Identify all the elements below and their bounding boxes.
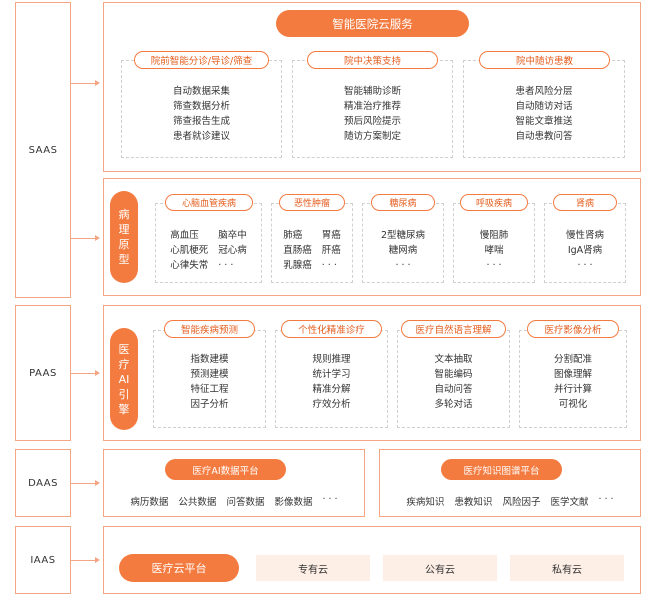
arrow-head-icon — [95, 370, 100, 376]
daas-knowledge-graph-title: 医疗知识图谱平台 — [441, 459, 562, 480]
paas-column-items: 规则推理 统计学习 精准分解 疗效分析 — [312, 354, 351, 410]
pathology-column-title: 心脑血管疾病 — [165, 194, 253, 211]
paas-column-card — [275, 330, 388, 428]
arrow-connector — [71, 483, 95, 484]
paas-column-items: 指数建模 预测建模 特征工程 因子分析 — [190, 354, 229, 410]
arrow-head-icon — [95, 235, 100, 241]
paas-column-card — [519, 330, 627, 428]
arrow-connector — [71, 238, 95, 239]
saas-column-title: 院前智能分诊/导诊/筛查 — [134, 51, 269, 69]
arrow-connector — [71, 560, 95, 561]
arrow-head-icon — [95, 80, 100, 86]
pathology-column-items: 高血压脑卒中 心肌梗死冠心病 心律失常· · · — [170, 230, 247, 271]
pathology-column-card — [271, 203, 353, 283]
paas-column-title: 医疗自然语言理解 — [401, 320, 506, 338]
private-cloud: 私有云 — [510, 555, 624, 581]
daas-knowledge-graph-panel — [379, 449, 641, 517]
arrow-connector — [71, 83, 95, 84]
paas-column-items: 分割配准 图像理解 并行计算 可视化 — [553, 354, 592, 410]
saas-column-card — [463, 60, 625, 158]
pathology-column-items: 慢性肾病 IgA肾病 · · · — [565, 230, 604, 271]
pathology-column-title: 呼吸疾病 — [460, 194, 528, 211]
pathology-column-items: 2型糖尿病 糖网病 · · · — [380, 230, 426, 271]
pathology-column-title: 恶性肿瘤 — [279, 194, 345, 211]
saas-column-card — [292, 60, 453, 158]
paas-column-title: 个性化精准诊疗 — [281, 320, 382, 338]
layer-label-iaas: IAAS — [15, 526, 71, 594]
private-dedicated-cloud: 专有云 — [256, 555, 370, 581]
layer-label-saas: SAAS — [15, 2, 71, 298]
saas-column-items: 自动数据采集 筛查数据分析 筛查报告生成 患者就诊建议 — [172, 86, 230, 142]
saas-column-title: 院中随访患教 — [479, 51, 610, 69]
pathology-column-title: 肾病 — [553, 194, 617, 211]
paas-column-title: 医疗影像分析 — [527, 320, 619, 338]
paas-column-card — [397, 330, 510, 428]
pathology-column-title: 糖尿病 — [371, 194, 435, 211]
saas-column-title: 院中决策支持 — [307, 51, 438, 69]
daas-data-platform-items: 病历数据 公共数据 问答数据 影像数据 · · · — [130, 494, 338, 508]
paas-column-title: 智能疾病预测 — [164, 320, 255, 338]
pathology-label-pill: 病 理 原 型 — [110, 191, 138, 283]
saas-column-items: 智能辅助诊断 精准治疗推荐 预后风险提示 随访方案制定 — [343, 86, 401, 142]
daas-data-platform-title: 医疗AI数据平台 — [165, 459, 286, 480]
arrow-head-icon — [95, 557, 100, 563]
saas-column-card — [121, 60, 282, 158]
pathology-column-card — [544, 203, 626, 283]
arrow-connector — [71, 373, 95, 374]
public-cloud: 公有云 — [383, 555, 497, 581]
arrow-head-icon — [95, 480, 100, 486]
layer-label-paas: PAAS — [15, 305, 71, 441]
ai-engine-label-pill: 医 疗 AI 引 擎 — [110, 328, 138, 430]
saas-title-pill: 智能医院云服务 — [276, 10, 469, 37]
pathology-column-items: 慢阻肺 哮喘 · · · — [479, 230, 509, 271]
daas-knowledge-graph-items: 疾病知识 患教知识 风险因子 医学文献 · · · — [406, 494, 614, 508]
saas-column-items: 患者风险分层 自动随访对话 智能文章推送 自动患教问答 — [515, 86, 573, 142]
layer-label-daas: DAAS — [15, 449, 71, 517]
iaas-title-pill: 医疗云平台 — [119, 554, 239, 582]
paas-column-items: 文本抽取 智能编码 自动问答 多轮对话 — [434, 354, 473, 410]
paas-column-card — [153, 330, 266, 428]
pathology-column-items: 肺癌胃癌 直肠癌肝癌 乳腺癌· · · — [283, 230, 341, 271]
